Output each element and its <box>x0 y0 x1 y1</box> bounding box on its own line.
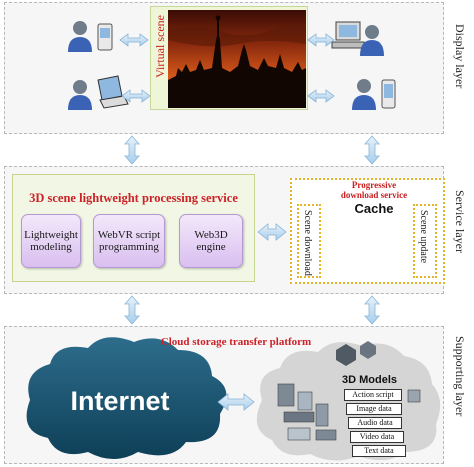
virtual-scene-panel: Virtual scene <box>150 6 308 110</box>
double-arrow <box>217 393 255 411</box>
user-laptop-icon <box>68 75 129 110</box>
vertical-double-arrow <box>124 135 380 325</box>
data-card-action-script: Action script <box>344 389 402 401</box>
storage-cloud <box>256 341 441 461</box>
data-card-image-data: Image data <box>346 403 402 415</box>
scene-update-label: Scene update <box>418 210 429 264</box>
scene-download-label: Scene download <box>302 210 313 276</box>
desktop-user-icon <box>331 21 384 56</box>
supporting-layer-label: Supporting layer <box>453 336 467 417</box>
internet-cloud <box>26 337 227 459</box>
module-web3d-engine: Web3D engine <box>179 214 243 268</box>
double-arrow <box>257 223 287 241</box>
service-layer-label: Service layer <box>453 190 467 253</box>
mobile-user-icon <box>352 79 396 110</box>
user-phone-icon <box>68 21 113 52</box>
data-card-video-data: Video data <box>350 431 404 443</box>
display-layer-label: Display layer <box>453 24 467 89</box>
processing-title: 3D scene lightweight processing service <box>29 191 238 205</box>
platform-title: Cloud storage transfer platform <box>160 336 312 348</box>
module-lightweight-modeling: Lightweight modeling <box>21 214 81 268</box>
data-card-audio-data: Audio data <box>348 417 402 429</box>
3d-models-label: 3D Models <box>342 374 398 386</box>
cache-label: Cache <box>354 201 394 216</box>
virtual-scene-image <box>168 10 306 108</box>
scene-update-box: Scene update <box>413 204 437 278</box>
double-arrow <box>119 33 335 103</box>
lightweight-processing-panel: 3D scene lightweight processing service … <box>12 174 255 282</box>
data-card-text-data: Text data <box>352 445 406 457</box>
module-webvr-script-programming: WebVR script programming <box>93 214 165 268</box>
internet-label: Internet <box>70 386 170 416</box>
scene-download-box: Scene download <box>297 204 321 278</box>
progressive-download-title: Progressive download service <box>340 180 408 200</box>
